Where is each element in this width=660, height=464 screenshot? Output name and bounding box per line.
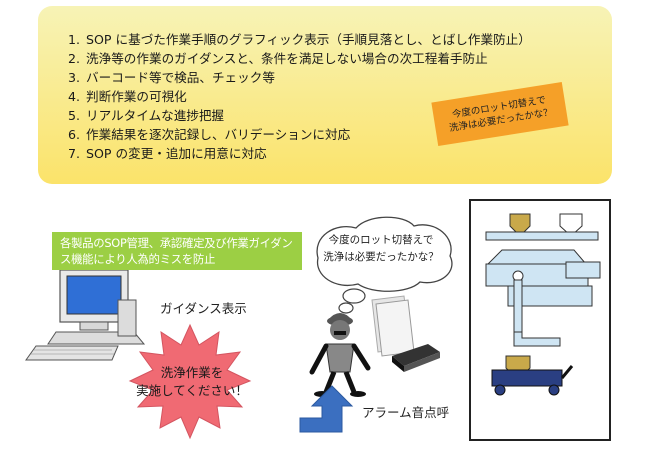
starburst-message: 洗浄作業を 実施してください！ [128,364,256,400]
feature-list: 1.SOP に基づた作業手順のグラフィック表示（手順見落とし、とばし作業防止） … [58,30,531,163]
guidance-label: ガイダンス表示 [160,301,247,316]
feature-item: 1.SOP に基づた作業手順のグラフィック表示（手順見落とし、とばし作業防止） [67,32,531,47]
alarm-label: アラーム音点呼 [362,405,450,420]
computer-icon [25,269,146,361]
starburst-shape [128,323,252,440]
feature-item: 3.バーコード等で検品、チェック等 [67,70,275,85]
feature-item: 7.SOP の変更・追加に用意に対応 [67,146,267,161]
starburst-line: 洗浄作業を [160,365,224,380]
thought-line: 今度のロット切替えで [328,234,434,246]
feature-item: 4.判断作業の可視化 [67,89,187,104]
binder-icon [392,344,440,372]
feature-item: 2.洗浄等の作業のガイダンスと、条件を満足しない場合の次工程着手防止 [67,51,488,66]
document-icon [371,295,415,357]
alarm-arrow [299,385,354,433]
worker-figure [309,313,371,397]
banner: 各製品のSOP管理、承認確定及び作業ガイダンス機能により人為的ミスを防止 [52,232,302,270]
feature-item: 5.リアルタイムな進捗把握 [67,108,225,123]
thought-line: 洗浄は必要だったかな？ [323,251,439,263]
thought-bubble [316,216,453,321]
feature-item: 6.作業結果を逐次記録し、バリデーションに対応 [67,127,351,142]
machine-diagram [469,199,611,441]
thought-text: 今度のロット切替えで 洗浄は必要だったかな？ [320,232,442,266]
starburst-line: 実施してください！ [136,383,248,398]
